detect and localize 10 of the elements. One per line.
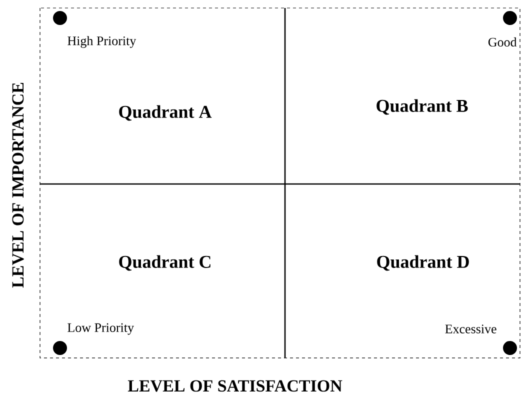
corner-label: Low Priority bbox=[68, 323, 134, 335]
quadrant-label: Quadrant D bbox=[377, 255, 469, 271]
axis-title: LEVEL OF SATISFACTION bbox=[128, 380, 342, 392]
quadrant-label: Quadrant C bbox=[119, 255, 210, 271]
corner-label: High Priority bbox=[68, 36, 136, 48]
quadrant-label: Quadrant A bbox=[119, 105, 212, 121]
corner-label: Excessive bbox=[445, 324, 496, 334]
quadrant-label: Quadrant B bbox=[376, 99, 468, 115]
corner-label: Good bbox=[488, 37, 517, 47]
axis-title: LEVEL OF IMPORTANCE bbox=[12, 82, 24, 288]
